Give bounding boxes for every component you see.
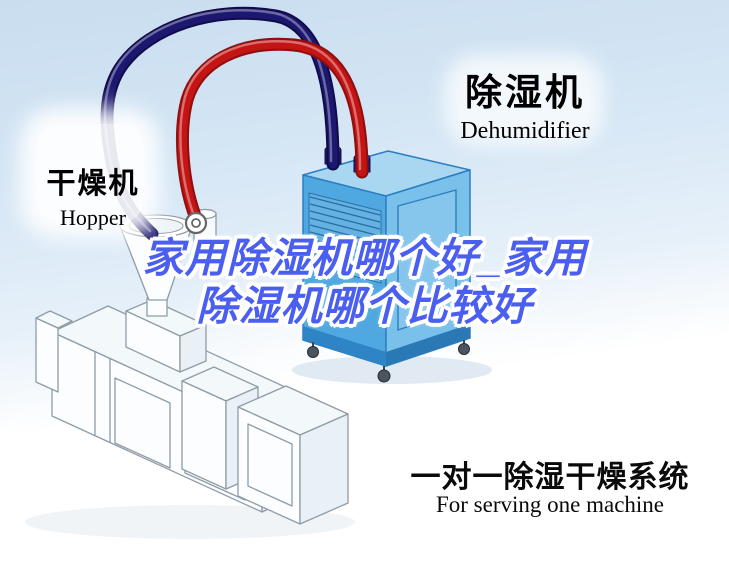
dehumidifier-label-en: Dehumidifier xyxy=(460,118,590,144)
overlay-title-line2: 除湿机哪个比较好 xyxy=(196,283,533,330)
dehumidifier-base-right xyxy=(386,324,470,366)
dryer-label-zh: 干燥机 xyxy=(46,168,140,200)
supply-hose-highlight xyxy=(179,40,362,220)
cabinet2-door xyxy=(247,423,293,507)
dehumidifier-base-front xyxy=(303,326,386,366)
dehumidifier-machine xyxy=(302,145,471,383)
overlay-title: 家用除湿机哪个好_家用 除湿机哪个比较好 xyxy=(0,234,729,331)
dehumidifier-door xyxy=(397,189,457,331)
dryer-label: 干燥机 Hopper xyxy=(32,160,154,231)
dehumidifier-label-zh: 除湿机 xyxy=(465,72,585,113)
dehumidifier-label: 除湿机 Dehumidifier xyxy=(440,62,610,145)
overlay-title-line1: 家用除湿机哪个好_家用 xyxy=(142,235,587,281)
hose-coupling-ring xyxy=(184,211,208,235)
caption-en: For serving one machine xyxy=(435,492,665,517)
dehumidifier-label-panel xyxy=(458,68,590,132)
caption-zh: 一对一除湿干燥系统 xyxy=(410,461,690,494)
feed-box-right xyxy=(179,324,207,373)
supply-hose xyxy=(177,39,367,226)
dryer-label-panel xyxy=(36,124,144,222)
caster-wheels xyxy=(307,340,470,383)
dryer-label-en: Hopper xyxy=(60,205,126,230)
cabinet2-side xyxy=(299,413,349,525)
die-head-top xyxy=(35,310,73,329)
dehumidifier-vents xyxy=(309,196,381,279)
extruder-machine xyxy=(35,208,349,525)
ground-shadows xyxy=(25,356,492,539)
extruder-door-1 xyxy=(114,377,171,469)
